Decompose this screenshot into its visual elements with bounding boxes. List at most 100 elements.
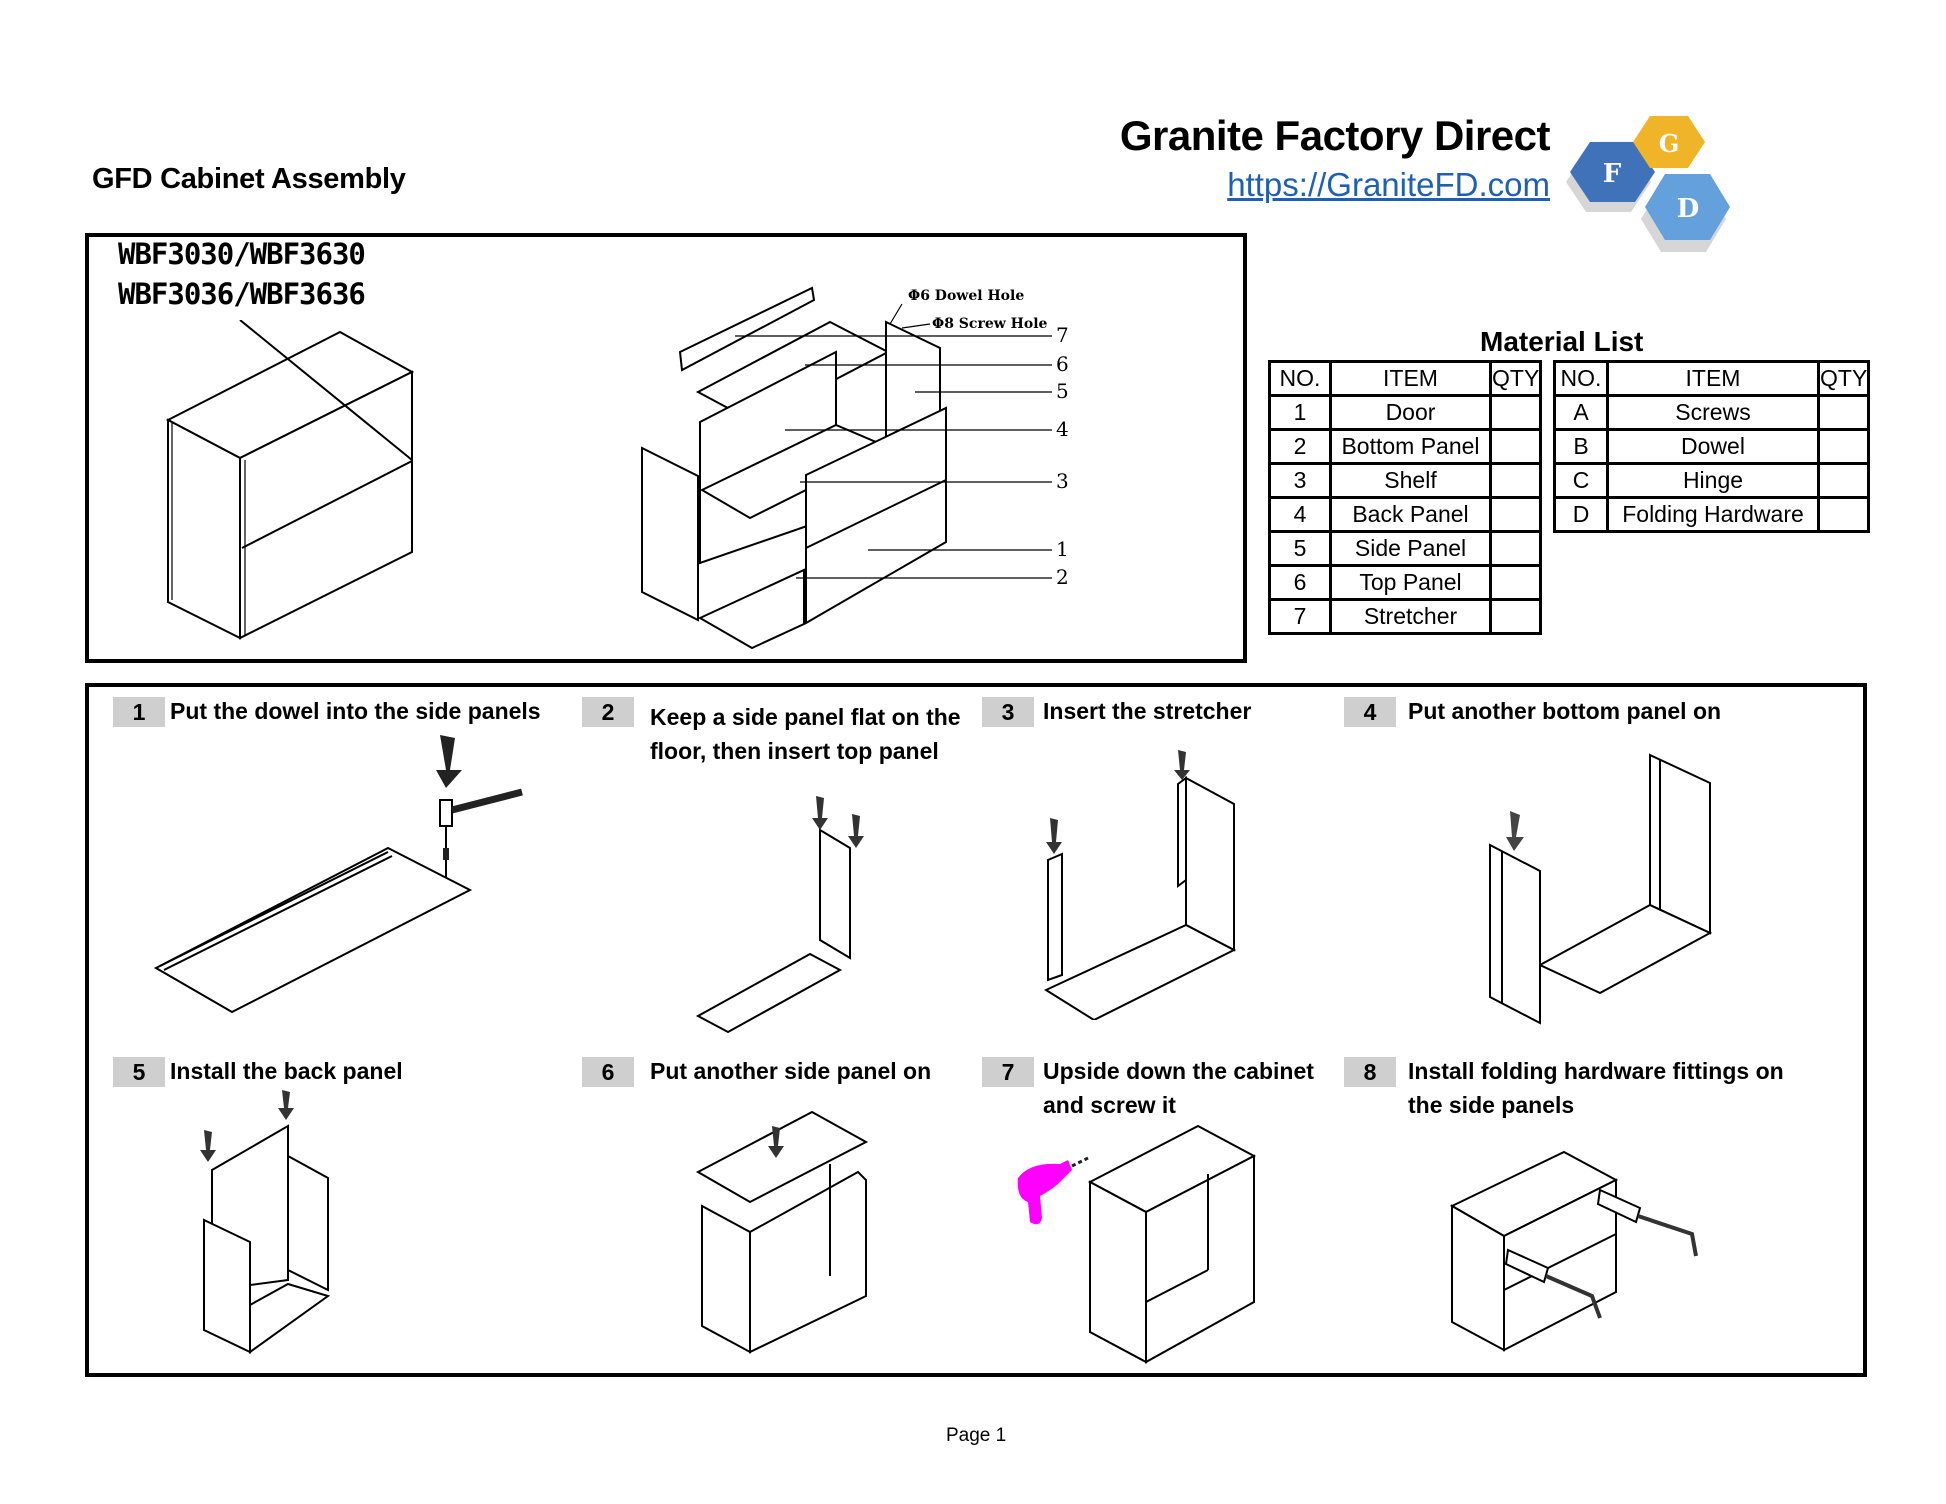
- step-number-badge: 2: [582, 697, 634, 727]
- cell-qty: [1488, 394, 1543, 431]
- cell-item: Back Panel: [1329, 496, 1492, 533]
- cell-qty: [1816, 394, 1871, 431]
- page-number: Page 1: [946, 1425, 1007, 1446]
- cell-qty: [1488, 462, 1543, 499]
- drill-icon: [1017, 1156, 1089, 1225]
- part-label-5: 5: [1056, 379, 1069, 403]
- cell-qty: [1816, 428, 1871, 465]
- part-label-6: 6: [1056, 352, 1069, 376]
- step-text-line: Install the back panel: [170, 1058, 403, 1084]
- cell-qty: [1816, 496, 1871, 533]
- step-number-badge: 8: [1344, 1057, 1396, 1087]
- step-7-illustration: [1017, 1124, 1257, 1364]
- step-8-illustration: [1449, 1150, 1698, 1352]
- column-header-no: NO.: [1553, 360, 1609, 397]
- column-header-no: NO.: [1268, 360, 1332, 397]
- step-number-badge: 4: [1344, 697, 1396, 727]
- step-text-line: the side panels: [1408, 1092, 1575, 1118]
- step-text-line: Upside down the cabinet: [1043, 1058, 1314, 1084]
- step-text-line: Insert the stretcher: [1043, 698, 1252, 724]
- step-3-illustration: [1043, 750, 1237, 1020]
- step-text-line: Keep a side panel flat on the: [650, 704, 961, 730]
- cell-item: Dowel: [1606, 428, 1820, 465]
- arrow-down-icon: [278, 1090, 294, 1120]
- step-instruction: Install folding hardware fittings on the …: [1408, 1054, 1784, 1122]
- step-number-badge: 1: [113, 697, 165, 727]
- cell-item: Stretcher: [1329, 598, 1492, 635]
- step-text-line: Put another side panel on: [650, 1058, 932, 1084]
- logo-hex-g: G: [1633, 116, 1705, 168]
- logo-letter-g: G: [1659, 129, 1680, 158]
- assembly-steps-panel: [85, 683, 1867, 1377]
- part-label-2: 2: [1056, 565, 1069, 589]
- cell-no: A: [1553, 394, 1609, 431]
- arrow-down-icon: [812, 796, 828, 830]
- cell-no: 7: [1268, 598, 1332, 635]
- logo-hex-d: D: [1641, 174, 1730, 252]
- step-instruction: Upside down the cabinet and screw it: [1043, 1054, 1314, 1122]
- cell-no: 3: [1268, 462, 1332, 499]
- cell-qty: [1488, 496, 1543, 533]
- cell-no: 1: [1268, 394, 1332, 431]
- brand-name: Granite Factory Direct: [1119, 112, 1551, 159]
- step-1-illustration: [153, 735, 523, 1014]
- step-instruction: Insert the stretcher: [1043, 694, 1251, 728]
- cell-item: Screws: [1606, 394, 1820, 431]
- table-header-row: NO. ITEM QTY: [1268, 360, 1543, 397]
- cell-item: Door: [1329, 394, 1492, 431]
- step-text-line: floor, then insert top panel: [650, 738, 939, 764]
- gfd-logo: F G D: [1566, 116, 1730, 252]
- folding-hardware-icon: [1596, 1188, 1698, 1257]
- step-number-badge: 5: [113, 1057, 165, 1087]
- cell-no: 5: [1268, 530, 1332, 567]
- document-title: GFD Cabinet Assembly: [92, 163, 406, 195]
- step-text-line: Install folding hardware fittings on: [1408, 1058, 1784, 1084]
- cell-qty: [1488, 598, 1543, 635]
- cell-qty: [1488, 428, 1543, 465]
- brand-website-link[interactable]: https://GraniteFD.com: [1227, 166, 1550, 203]
- callout-dowel-hole: Φ6 Dowel Hole: [908, 288, 1024, 304]
- step-text-line: and screw it: [1043, 1092, 1176, 1118]
- cell-no: D: [1553, 496, 1609, 533]
- step-instruction: Keep a side panel flat on the floor, then…: [650, 700, 961, 768]
- table-header-row: NO. ITEM QTY: [1553, 360, 1871, 397]
- step-instruction: Put another bottom panel on: [1408, 694, 1721, 728]
- cell-no: B: [1553, 428, 1609, 465]
- exploded-view-drawing: Φ6 Dowel Hole Φ8 Screw Hole 7 6 5 4 3 1 …: [641, 286, 1069, 650]
- part-label-3: 3: [1056, 469, 1069, 493]
- step-6-illustration: [695, 1110, 869, 1354]
- column-header-qty: QTY: [1816, 360, 1871, 397]
- part-label-1: 1: [1056, 537, 1069, 561]
- cell-no: 6: [1268, 564, 1332, 601]
- step-5-illustration: [200, 1090, 331, 1354]
- folding-hardware-icon: [1504, 1248, 1602, 1319]
- part-label-7: 7: [1056, 323, 1069, 347]
- step-instruction: Install the back panel: [170, 1054, 403, 1088]
- cell-item: Side Panel: [1329, 530, 1492, 567]
- column-header-item: ITEM: [1329, 360, 1492, 397]
- cell-no: C: [1553, 462, 1609, 499]
- logo-letter-f: F: [1603, 159, 1622, 189]
- step-text-line: Put the dowel into the side panels: [170, 698, 541, 724]
- step-instruction: Put another side panel on: [650, 1054, 931, 1088]
- model-number-line-1: WBF3030/WBF3630: [118, 237, 366, 271]
- material-list-title: Material List: [1480, 326, 1644, 357]
- step-number-badge: 6: [582, 1057, 634, 1087]
- step-text-line: Put another bottom panel on: [1408, 698, 1722, 724]
- step-number-badge: 3: [982, 697, 1034, 727]
- cell-item: Hinge: [1606, 462, 1820, 499]
- cell-qty: [1488, 564, 1543, 601]
- column-header-qty: QTY: [1488, 360, 1543, 397]
- cell-item: Shelf: [1329, 462, 1492, 499]
- cell-qty: [1816, 462, 1871, 499]
- arrow-down-icon: [436, 735, 462, 788]
- cell-item: Folding Hardware: [1606, 496, 1820, 533]
- cell-qty: [1488, 530, 1543, 567]
